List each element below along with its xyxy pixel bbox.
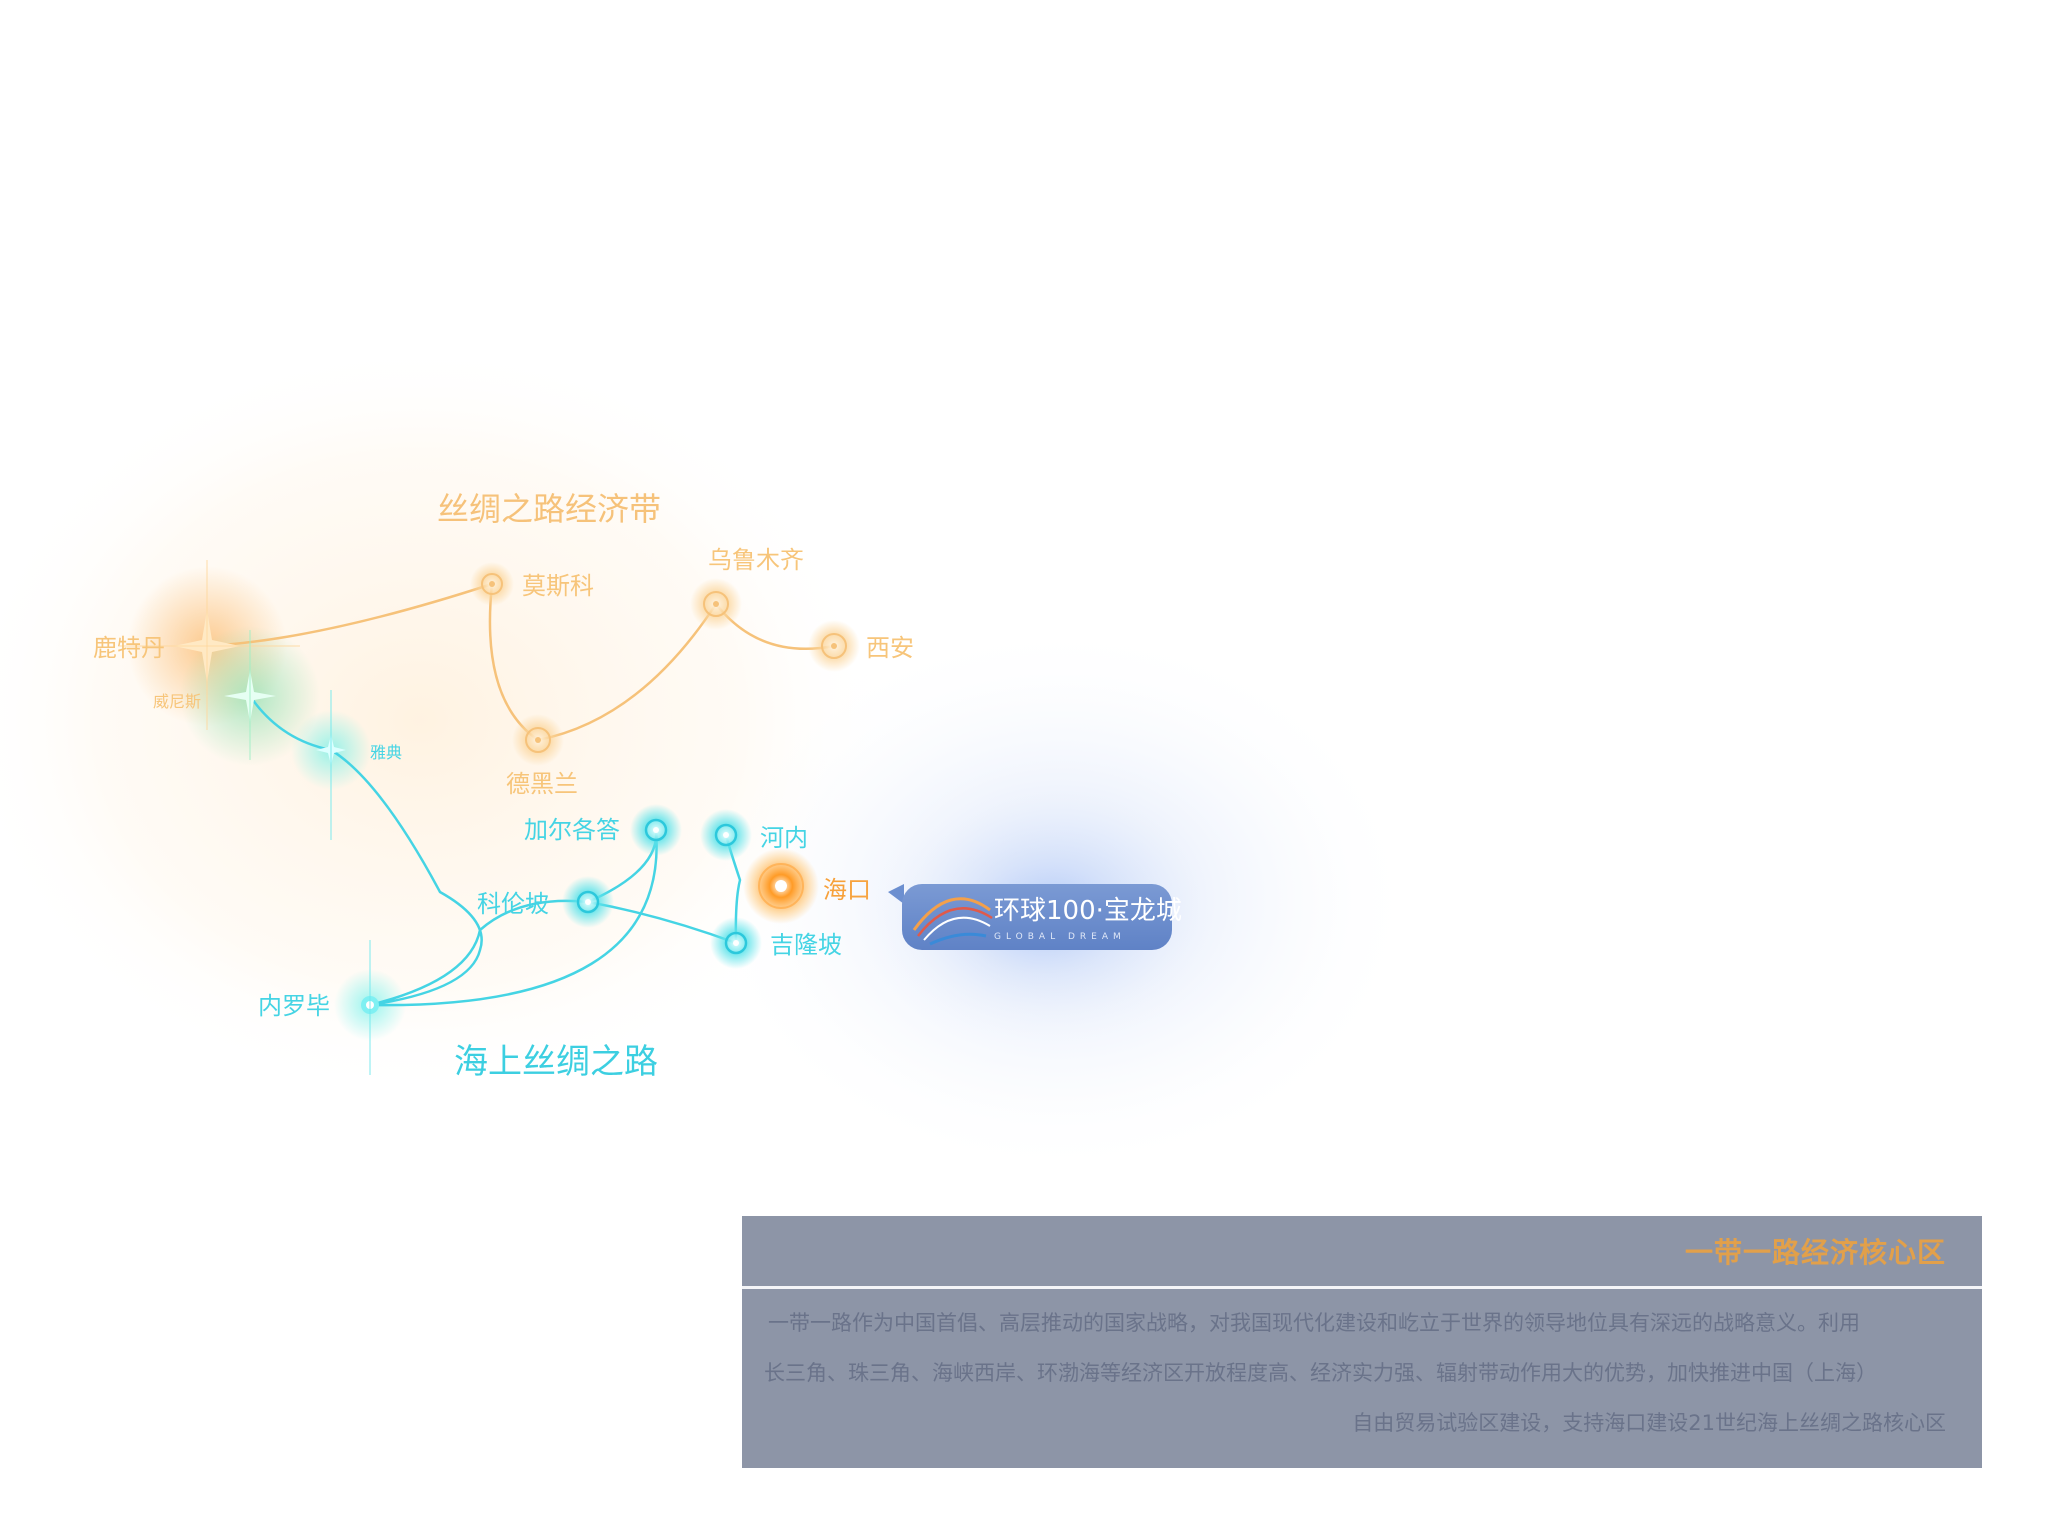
city-label-hanoi: 河内: [760, 824, 808, 852]
xian-node: [808, 620, 860, 672]
colombo-node: [562, 876, 614, 928]
kolkata-node: [630, 804, 682, 856]
info-text-line: 长三角、珠三角、海峡西岸、环渤海等经济区开放程度高、经济实力强、辐射带动作用大的…: [764, 1361, 1877, 1385]
hanoi-node: [700, 809, 752, 861]
logo-subtitle: GLOBAL DREAM: [994, 932, 1126, 942]
city-label-moscow: 莫斯科: [522, 572, 594, 600]
info-panel: 一带一路经济核心区 一带一路作为中国首倡、高层推动的国家战略，对我国现代化建设和…: [742, 1216, 1982, 1468]
city-label-xian: 西安: [866, 634, 914, 662]
info-panel-header: 一带一路经济核心区: [742, 1216, 1982, 1289]
city-label-rotterdam: 鹿特丹: [93, 634, 165, 662]
city-label-venice: 威尼斯: [153, 692, 201, 711]
sea-route-line: [248, 695, 658, 1007]
city-label-nairobi: 内罗毕: [258, 992, 330, 1020]
sea-route-title: 海上丝绸之路: [454, 1042, 658, 1082]
info-panel-title: 一带一路经济核心区: [1684, 1236, 1946, 1269]
moscow-node: [470, 562, 514, 606]
city-label-urumqi: 乌鲁木齐: [708, 546, 804, 574]
haikou-node: [743, 848, 819, 924]
info-text-line: 自由贸易试验区建设，支持海口建设21世纪海上丝绸之路核心区: [1352, 1411, 1946, 1435]
tehran-node: [512, 714, 564, 766]
globe-logo-icon: [912, 897, 993, 946]
info-panel-body: 一带一路作为中国首倡、高层推动的国家战略，对我国现代化建设和屹立于世界的领导地位…: [764, 1298, 1946, 1448]
logo-name: 环球100·宝龙城: [994, 896, 1182, 926]
warm-background-glow: [0, 340, 880, 1100]
city-label-kolkata: 加尔各答: [524, 816, 620, 844]
city-label-colombo: 科伦坡: [477, 890, 549, 918]
urumqi-node: [690, 578, 742, 630]
athens-star-icon: [316, 690, 346, 840]
kuala-lumpur-node: [710, 917, 762, 969]
venice-star-icon: [224, 630, 276, 760]
info-text-line: 一带一路作为中国首倡、高层推动的国家战略，对我国现代化建设和屹立于世界的领导地位…: [768, 1311, 1860, 1335]
nairobi-star-icon: [361, 940, 379, 1075]
city-label-kuala-lumpur: 吉隆坡: [770, 931, 842, 959]
logo-badge: 环球100·宝龙城 GLOBAL DREAM: [840, 780, 1240, 1060]
city-label-tehran: 德黑兰: [506, 770, 578, 798]
land-route-title: 丝绸之路经济带: [437, 490, 661, 528]
city-label-athens: 雅典: [370, 743, 402, 762]
rotterdam-star-icon: [120, 560, 300, 730]
